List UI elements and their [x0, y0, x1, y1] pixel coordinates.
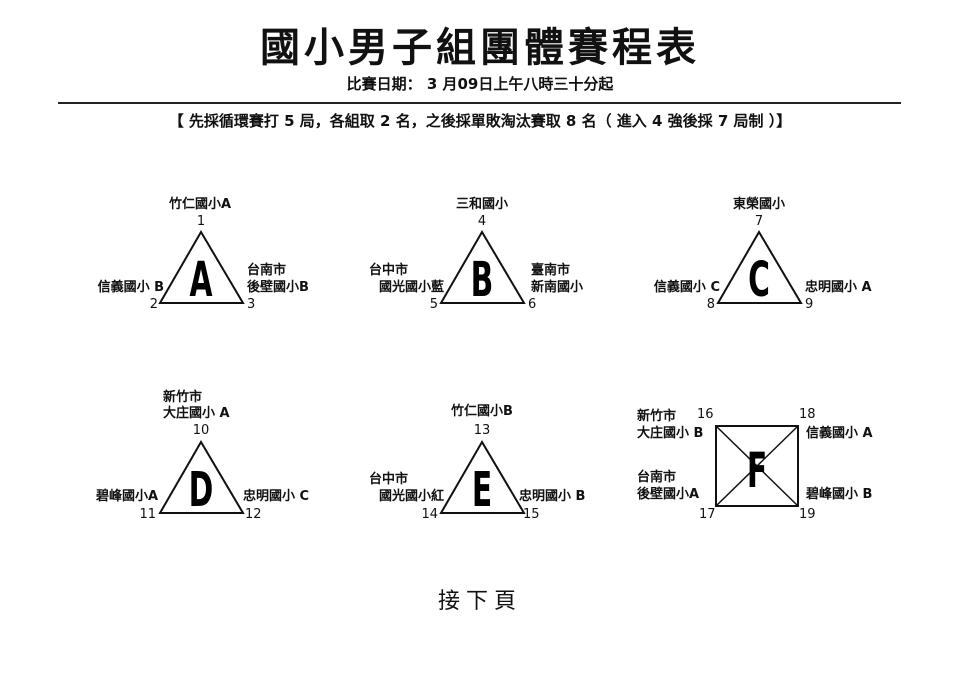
group-b-seed-right: 6 [528, 297, 537, 312]
group-f-seed-bl: 17 [699, 507, 716, 522]
group-f-diagonal-2 [715, 425, 799, 507]
group-f-diagram: F [715, 425, 799, 507]
group-d-team-top: 大庄國小 A [163, 406, 230, 421]
group-d-team-left: 碧峰國小A [95, 489, 158, 504]
group-d-seed-top: 10 [192, 423, 210, 438]
group-b-triangle [439, 230, 526, 304]
group-a-letter: A [189, 253, 212, 308]
group-c-team-left: 信義國小 C [653, 280, 720, 295]
group-e-team-right: 忠明國小 B [519, 489, 586, 504]
group-f-team-bl-city: 台南市 [637, 470, 677, 485]
group-f-team-tl-city: 新竹市 [637, 409, 677, 424]
group-d-seed-right: 12 [245, 507, 262, 522]
header-divider [58, 102, 901, 104]
group-c-team-top: 東榮國小 [732, 197, 785, 212]
group-c-seed-right: 9 [805, 297, 814, 312]
group-b-team-left: 國光國小藍 [378, 280, 444, 295]
group-c-triangle [716, 230, 803, 304]
group-a-triangle [158, 230, 245, 304]
group-b-seed-top: 4 [477, 214, 487, 229]
group-d-triangle [158, 440, 245, 514]
group-e-seed-left: 14 [421, 507, 438, 522]
group-a-diagram: A [158, 230, 245, 308]
group-d-team-top-city: 新竹市 [163, 390, 203, 405]
group-e-triangle [439, 440, 526, 514]
group-b-team-right: 新南國小 [531, 280, 584, 295]
group-d-team-right: 忠明國小 C [243, 489, 310, 504]
group-a-team-right-city: 台南市 [247, 263, 287, 278]
group-b-team-right-city: 臺南市 [531, 263, 571, 278]
group-a-seed-right: 3 [247, 297, 256, 312]
schedule-title: 國小男子組團體賽程表 [260, 25, 700, 71]
group-e-team-left: 國光國小紅 [378, 489, 444, 504]
group-f-seed-tr: 18 [799, 407, 816, 422]
group-f-seed-tl: 16 [697, 407, 714, 422]
group-b-team-left-city: 台中市 [369, 263, 409, 278]
group-e-team-top: 竹仁國小B [451, 404, 513, 419]
group-e-seed-top: 13 [473, 423, 491, 438]
group-a-seed-left: 2 [149, 297, 158, 312]
match-date: 比賽日期： 3 月09日上午八時三十分起 [346, 75, 614, 93]
group-c-diagram: C [716, 230, 803, 308]
group-e-letter: E [472, 463, 492, 518]
group-f-seed-br: 19 [799, 507, 816, 522]
format-note: 【 先採循環賽打 5 局，各組取 2 名，之後採單敗淘汰賽取 8 名（ 進入 4… [168, 112, 792, 130]
group-c-seed-left: 8 [706, 297, 715, 312]
group-a-seed-top: 1 [196, 214, 206, 229]
group-b-seed-left: 5 [429, 297, 438, 312]
group-e-diagram: E [439, 440, 526, 518]
group-f-letter: F [747, 444, 767, 499]
group-b-team-top: 三和國小 [455, 197, 508, 212]
group-f-team-br: 碧峰國小 B [806, 487, 873, 502]
group-c-letter: C [748, 253, 770, 308]
group-a-team-right: 後壁國小B [247, 280, 309, 295]
group-b-letter: B [471, 253, 494, 308]
group-f-square [715, 425, 799, 507]
group-d-diagram: D [158, 440, 245, 518]
group-b-diagram: B [439, 230, 526, 308]
group-c-team-right: 忠明國小 A [805, 280, 872, 295]
group-e-seed-right: 15 [523, 507, 540, 522]
group-a-team-top: 竹仁國小A [168, 197, 232, 212]
group-e-team-left-city: 台中市 [369, 472, 409, 487]
group-a-team-left: 信義國小 B [97, 280, 164, 295]
group-d-seed-left: 11 [139, 507, 156, 522]
group-f-team-tr: 信義國小 A [806, 426, 873, 441]
group-c-seed-top: 7 [754, 214, 764, 229]
group-f-team-bl: 後壁國小A [637, 487, 700, 502]
group-f-team-tl: 大庄國小 B [637, 426, 704, 441]
next-page-note: 接下頁 [437, 589, 522, 614]
group-d-letter: D [189, 463, 214, 518]
